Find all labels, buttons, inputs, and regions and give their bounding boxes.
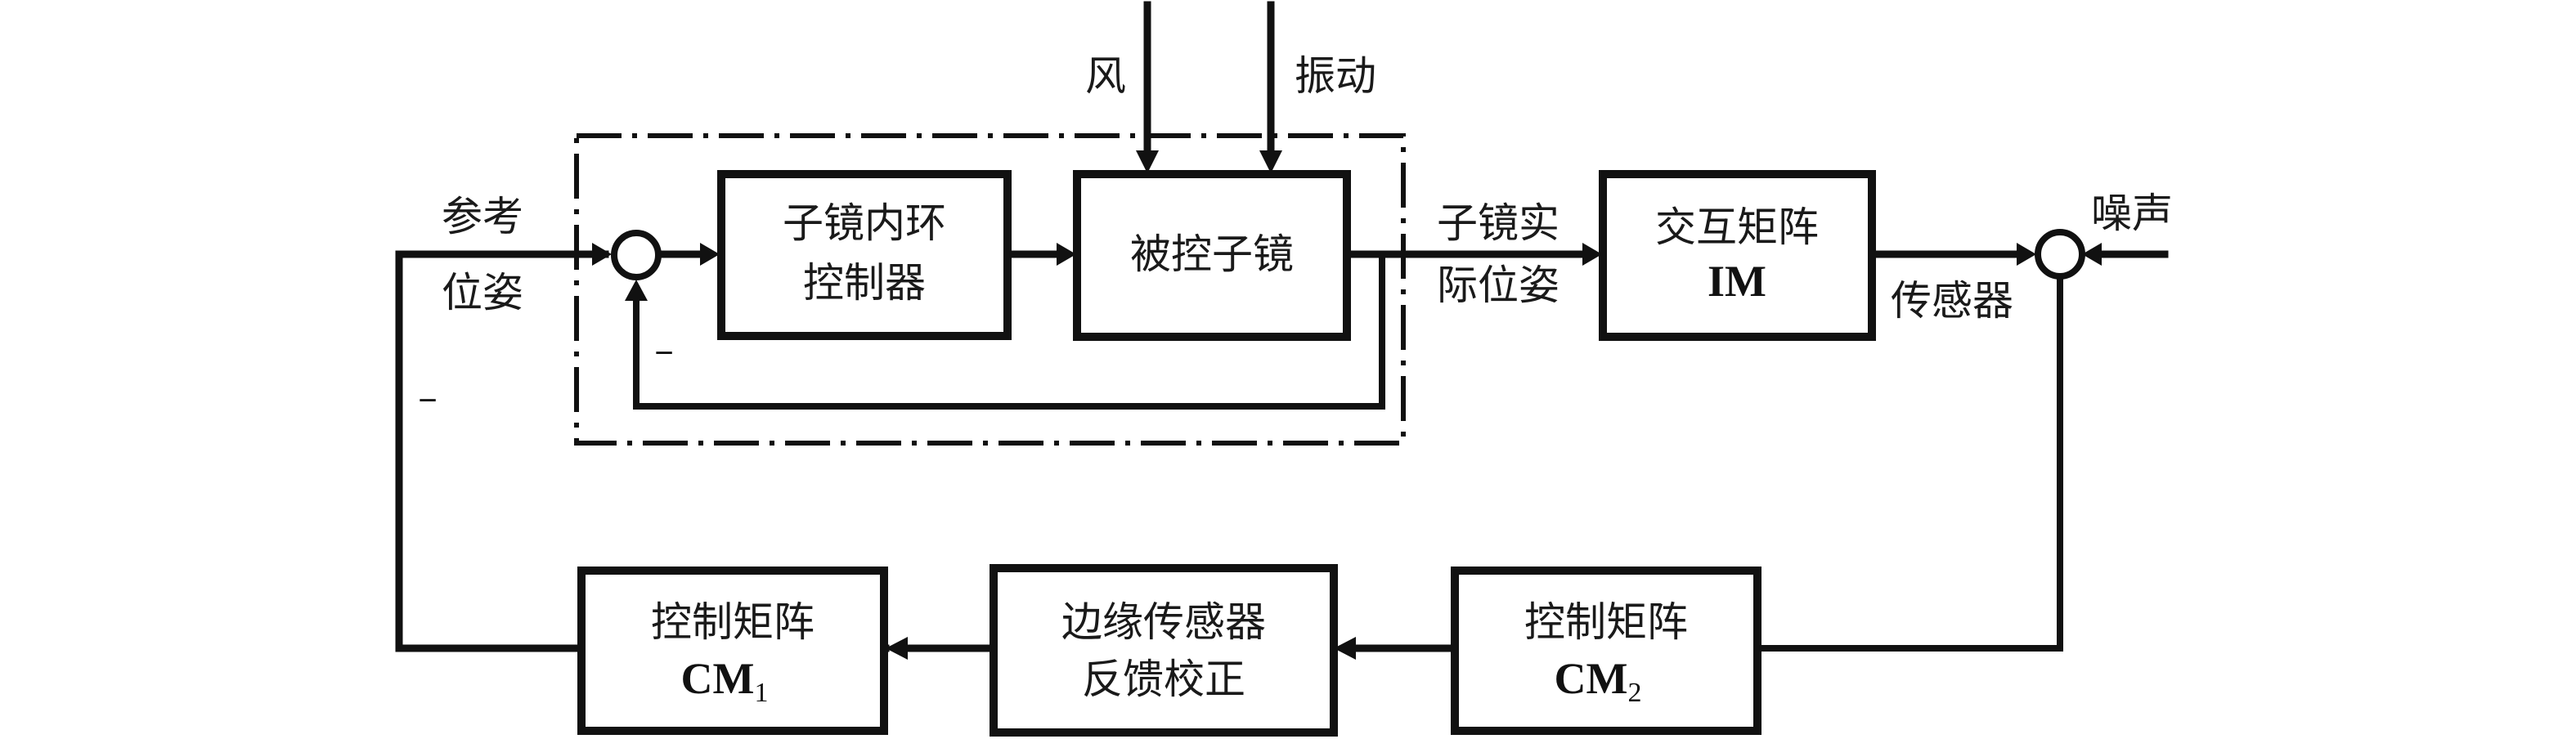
noise-label: 噪声 [2091, 190, 2173, 237]
interaction-matrix-block[interactable]: 交互矩阵 IM [1599, 170, 1876, 341]
wire-sensor-sum-to-cm2 [1757, 278, 2063, 652]
control-matrix-1-box [577, 567, 888, 735]
cm1-subscript: 1 [754, 678, 768, 708]
cm2-subscript: 2 [1627, 678, 1641, 708]
arrowhead-into-plant [1057, 243, 1076, 266]
actual-pose-label-1: 子镜实 [1437, 199, 1560, 247]
arrowhead-inner-feedback [625, 280, 648, 301]
inner-controller-label-2: 控制器 [803, 259, 926, 307]
control-matrix-2-block[interactable]: 控制矩阵 CM2 [1451, 567, 1761, 735]
arrowhead-into-controller [700, 243, 720, 266]
interaction-matrix-label-1: 交互矩阵 [1655, 204, 1819, 251]
control-matrix-1-label-2: CM1 [681, 654, 769, 708]
inner-controller-box [717, 170, 1012, 340]
control-matrix-2-label-1: 控制矩阵 [1524, 598, 1688, 646]
control-matrix-1-label-1: 控制矩阵 [651, 598, 815, 646]
plant-label: 被控子镜 [1130, 231, 1294, 278]
inner-summing-junction [611, 230, 662, 280]
wind-arrowhead [1136, 150, 1159, 173]
arrowhead-into-edge [1334, 637, 1356, 660]
sensor-label: 传感器 [1891, 277, 2013, 325]
noise-arrowhead [2082, 243, 2102, 266]
actual-pose-label-2: 际位姿 [1437, 262, 1560, 309]
inner-controller-label-1: 子镜内环 [783, 199, 946, 247]
edge-sensor-correction-label-2: 反馈校正 [1082, 656, 1245, 703]
arrowhead-into-im [1582, 243, 1602, 266]
plant-box [1073, 170, 1351, 341]
cm2-main: CM [1555, 654, 1628, 703]
reference-label-2: 位姿 [442, 269, 523, 316]
interaction-matrix-box [1599, 170, 1876, 341]
inner-controller-block[interactable]: 子镜内环 控制器 [717, 170, 1012, 340]
control-matrix-1-block[interactable]: 控制矩阵 CM1 [577, 567, 888, 735]
wind-label: 风 [1085, 52, 1126, 100]
cm1-main: CM [681, 654, 755, 703]
arrowhead-into-sensor-sum [2017, 243, 2036, 266]
inner-loop-boundary [574, 133, 1406, 446]
inner-minus-sign: − [654, 335, 673, 371]
control-matrix-2-label-2: CM2 [1555, 654, 1642, 708]
inner-feedback-wire [633, 254, 1385, 410]
edge-sensor-correction-label-1: 边缘传感器 [1061, 598, 1266, 646]
interaction-matrix-label-2: IM [1708, 257, 1766, 306]
control-matrix-2-box [1451, 567, 1761, 735]
sensor-summing-junction [2035, 229, 2085, 280]
outer-minus-sign: − [418, 383, 437, 419]
edge-sensor-correction-box [990, 564, 1338, 737]
edge-sensor-correction-block[interactable]: 边缘传感器 反馈校正 [990, 564, 1338, 737]
arrowhead-into-cm1 [886, 637, 908, 660]
reference-label-1: 参考 [442, 193, 523, 240]
vibration-arrowhead [1259, 150, 1282, 173]
plant-block[interactable]: 被控子镜 [1073, 170, 1351, 341]
arrowhead-into-inner-sum [592, 243, 612, 266]
vibration-label: 振动 [1295, 52, 1376, 100]
